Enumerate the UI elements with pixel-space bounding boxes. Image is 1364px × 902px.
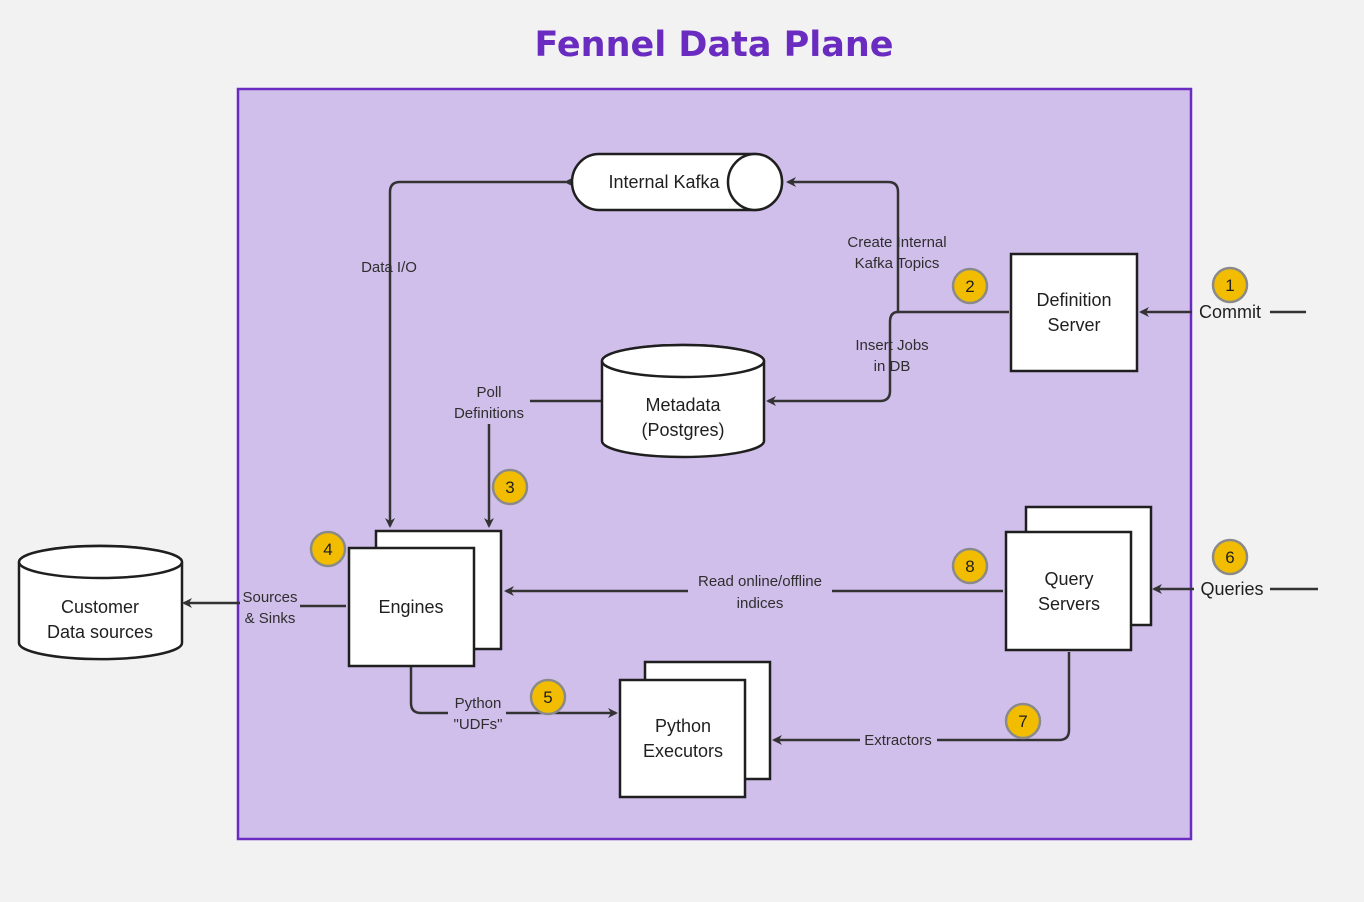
step-badge-7: 7 (1004, 702, 1042, 740)
step-badge-7-number: 7 (1018, 712, 1027, 731)
customer-sources-label-line-1: Customer (61, 597, 139, 617)
engines-label: Engines (378, 597, 443, 617)
step-badge-1-number: 1 (1225, 276, 1234, 295)
step-badge-8-number: 8 (965, 557, 974, 576)
commit-label: Commit (1199, 302, 1261, 322)
metadata-label-line-2: (Postgres) (641, 420, 724, 440)
python-udfs-label-line-1: Python (455, 695, 502, 712)
metadata-label-line-1: Metadata (645, 395, 721, 415)
poll-definitions-label-line-2: Definitions (454, 405, 524, 422)
create-topics-label-line-1: Create Internal (847, 234, 946, 251)
definition-server-label-line-2: Server (1047, 315, 1100, 335)
step-badge-6: 6 (1211, 538, 1249, 576)
definition-server-node: Definition Server (1009, 252, 1139, 373)
step-badge-4: 4 (309, 530, 347, 568)
create-topics-connector (786, 177, 1009, 314)
python-executors-label-line-2: Executors (643, 741, 723, 761)
extractors-label: Extractors (864, 732, 932, 749)
insert-jobs-connector (766, 310, 899, 406)
python-udfs-connector-a (409, 666, 448, 715)
step-badge-3-number: 3 (505, 478, 514, 497)
create-topics-label-line-2: Kafka Topics (855, 255, 940, 272)
step-badge-6-number: 6 (1225, 548, 1234, 567)
internal-kafka-node: Internal Kafka (570, 152, 784, 212)
step-badge-3: 3 (491, 468, 529, 506)
extractors-connector-a (937, 652, 1071, 742)
poll-definitions-label-line-1: Poll (476, 384, 501, 401)
metadata-postgres-node: Metadata (Postgres) (600, 343, 766, 459)
python-udfs-label-line-2: "UDFs" (454, 716, 503, 733)
sources-sinks-label-line-1: Sources (242, 589, 297, 606)
queries-label: Queries (1200, 579, 1263, 599)
step-badge-4-number: 4 (323, 540, 332, 559)
insert-jobs-label-line-2: in DB (874, 358, 911, 375)
step-badge-5-number: 5 (543, 688, 552, 707)
step-badge-1: 1 (1211, 266, 1249, 304)
step-badge-2-number: 2 (965, 277, 974, 296)
engines-node: Engines (347, 529, 503, 668)
query-servers-node: Query Servers (1004, 505, 1153, 652)
diagram-title: Fennel Data Plane (534, 25, 893, 65)
read-indices-label-line-1: Read online/offline (698, 573, 822, 590)
sources-sinks-label-line-2: & Sinks (245, 610, 296, 627)
customer-sources-label-line-2: Data sources (47, 622, 153, 642)
insert-jobs-label-line-1: Insert Jobs (855, 337, 928, 354)
data-io-label: Data I/O (361, 259, 417, 276)
definition-server-label-line-1: Definition (1036, 290, 1111, 310)
step-badge-5: 5 (529, 678, 567, 716)
read-indices-label-line-2: indices (737, 595, 784, 612)
customer-data-sources-node: Customer Data sources (17, 544, 184, 661)
internal-kafka-label: Internal Kafka (608, 172, 720, 192)
python-executors-node: Python Executors (618, 660, 772, 799)
step-badge-8: 8 (951, 547, 989, 585)
query-servers-label-line-1: Query (1044, 569, 1093, 589)
step-badge-2: 2 (951, 267, 989, 305)
data-io-connector (385, 177, 574, 528)
python-executors-label-line-1: Python (655, 716, 711, 736)
query-servers-label-line-2: Servers (1038, 594, 1100, 614)
